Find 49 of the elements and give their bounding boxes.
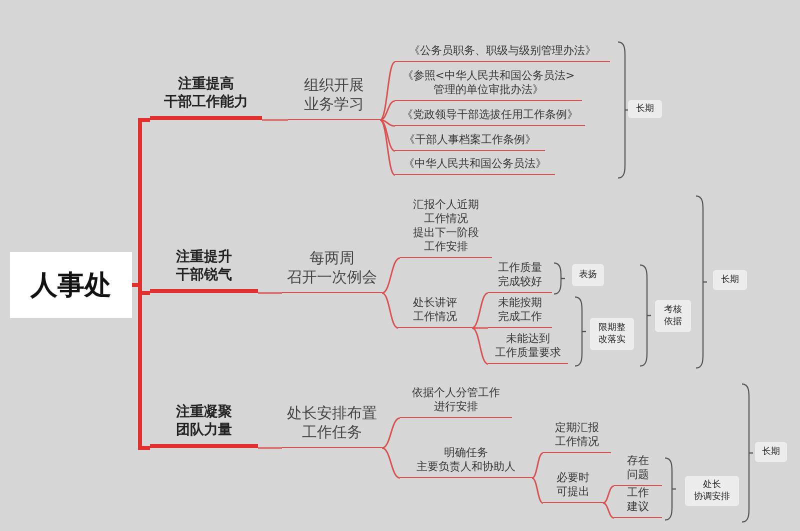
branch-line xyxy=(380,119,396,176)
topic-text: 未能达到工作质量要求 xyxy=(488,332,568,364)
topic-text: 《参照<中华人民共和国公务员法>管理的单位审批办法》 xyxy=(395,65,582,101)
branch-line xyxy=(380,119,396,152)
summary-box: 长期 xyxy=(755,442,787,462)
topic-text: 工作建议 xyxy=(614,486,662,518)
branch-line xyxy=(472,327,488,365)
branch-line xyxy=(602,502,614,519)
summary-box: 长期 xyxy=(628,100,662,118)
topic-text: 《干部人事档案工作条例》 xyxy=(395,131,545,151)
branch-line xyxy=(382,447,400,479)
branch-line xyxy=(262,119,288,121)
branch-line xyxy=(382,292,398,329)
topic-text: 依据个人分管工作进行安排 xyxy=(400,382,512,418)
branch-line xyxy=(472,292,488,329)
branch-topic: 注重提升干部锐气 xyxy=(150,243,258,293)
branch-line xyxy=(380,119,396,127)
topic-text: 汇报个人近期工作情况提出下一阶段工作安排 xyxy=(400,196,492,258)
branch-line xyxy=(602,485,614,504)
branch-line xyxy=(258,447,282,449)
topic-text: 《中华人民共和国公务员法》 xyxy=(395,155,555,175)
subtopic-text: 组织开展业务学习 xyxy=(288,75,380,120)
branch-topic: 注重提高干部工作能力 xyxy=(150,75,262,120)
topic-text: 《党政领导干部选拔任用工作条例》 xyxy=(395,106,585,126)
subtopic-text: 处长安排布置工作任务 xyxy=(282,398,382,448)
branch-line xyxy=(532,477,544,504)
branch-line xyxy=(472,327,488,329)
topic-text: 明确任务主要负责人和协助人 xyxy=(400,444,532,478)
summary-box: 长期 xyxy=(713,270,747,290)
summary-box: 考核依据 xyxy=(655,300,691,332)
branch-line xyxy=(382,417,400,449)
topic-text: 定期汇报工作情况 xyxy=(543,421,611,453)
branch-line xyxy=(382,257,400,294)
topic-text: 工作质量完成较好 xyxy=(488,261,552,293)
summary-box: 限期整改落实 xyxy=(590,318,634,350)
topic-text: 处长讲评工作情况 xyxy=(398,296,472,328)
topic-text: 必要时可提出 xyxy=(543,471,603,503)
summary-box: 表扬 xyxy=(572,264,604,286)
subtopic-text: 每两周召开一次例会 xyxy=(282,243,382,293)
summary-box: 处长协调安排 xyxy=(685,476,739,506)
topic-text: 未能按期完成工作 xyxy=(488,296,552,328)
branch-line xyxy=(532,452,544,479)
branch-line xyxy=(380,100,396,121)
branch-line xyxy=(258,292,282,294)
central-topic: 人事处 xyxy=(10,252,132,318)
topic-text: 《公务员职务、职级与级别管理办法》 xyxy=(395,42,610,62)
branch-line xyxy=(380,61,396,121)
branch-topic: 注重凝聚团队力量 xyxy=(150,398,258,448)
topic-text: 存在问题 xyxy=(614,454,662,486)
